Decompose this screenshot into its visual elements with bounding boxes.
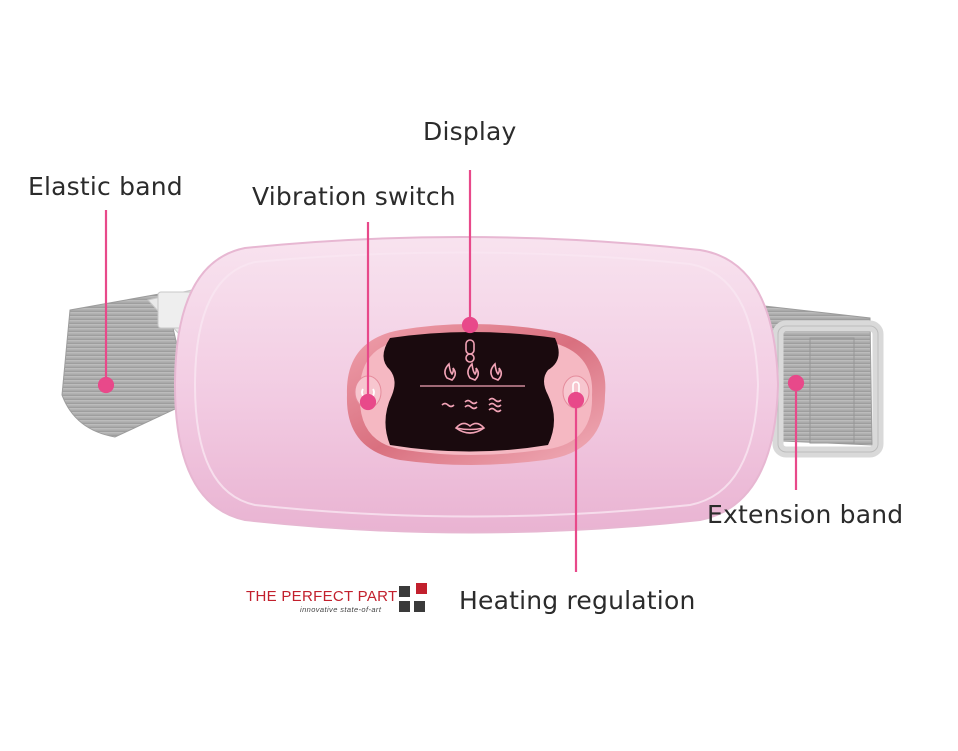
vibration-dot xyxy=(359,393,377,411)
display-dot xyxy=(461,316,479,334)
display-label: Display xyxy=(423,117,517,146)
elastic-band-dot xyxy=(97,376,115,394)
control-panel xyxy=(346,324,606,465)
extension-band xyxy=(754,304,884,458)
logo-square xyxy=(414,601,425,612)
leader-lines xyxy=(97,170,805,572)
vibration-switch-label: Vibration switch xyxy=(252,182,456,211)
logo-name: THE PERFECT PART xyxy=(246,588,398,605)
flame-icon xyxy=(444,362,503,381)
logo-square xyxy=(416,583,427,594)
lips-icon xyxy=(454,422,486,434)
extension-band-label: Extension band xyxy=(707,500,904,529)
wave-icon xyxy=(441,397,502,413)
thermometer-icon xyxy=(465,339,475,363)
logo-square xyxy=(399,601,410,612)
elastic-band-label: Elastic band xyxy=(28,172,183,201)
heating-dot xyxy=(567,391,585,409)
logo-tagline: innovative state-of-art xyxy=(300,605,382,614)
extension-band-dot xyxy=(787,374,805,392)
logo-square xyxy=(399,586,410,597)
heating-regulation-label: Heating regulation xyxy=(459,586,696,615)
elastic-band xyxy=(61,289,197,438)
